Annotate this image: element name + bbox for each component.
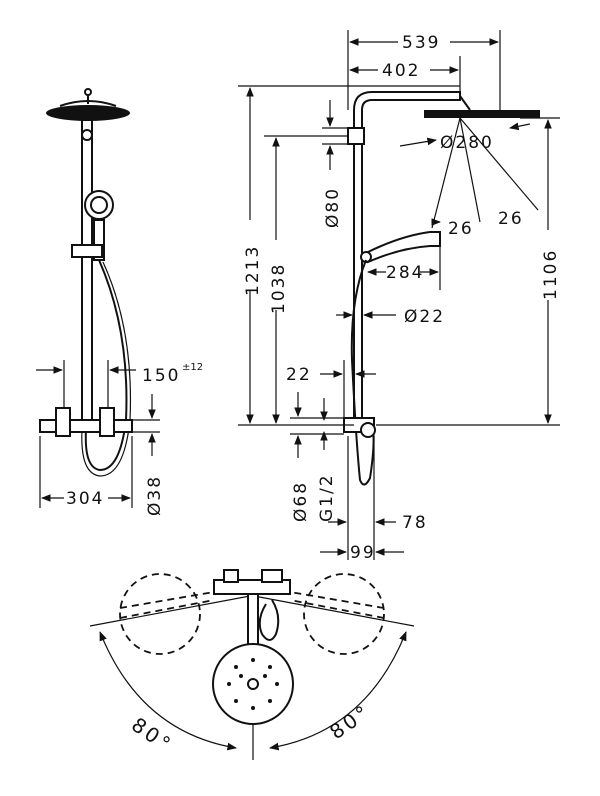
angle-left: 80° bbox=[127, 712, 177, 757]
dim-402: 402 bbox=[382, 61, 420, 81]
dim-26b: 26 bbox=[498, 209, 524, 229]
dim-1038: 1038 bbox=[269, 263, 289, 314]
riser-pipe bbox=[81, 119, 93, 421]
dim-1106: 1106 bbox=[541, 249, 561, 300]
dim-22: 22 bbox=[286, 365, 312, 385]
top-view: 80° 80° bbox=[89, 569, 415, 760]
dim-g12: G1/2 bbox=[317, 473, 337, 522]
dim-d38: Ø38 bbox=[145, 475, 165, 516]
dim-1213: 1213 bbox=[243, 245, 263, 296]
swing-circle-left bbox=[119, 573, 201, 655]
swing-circle-right bbox=[303, 573, 385, 655]
thermostat-mixer bbox=[39, 419, 133, 433]
angle-right: 80° bbox=[325, 699, 375, 744]
dim-539: 539 bbox=[402, 33, 440, 53]
dim-26a: 26 bbox=[448, 219, 474, 239]
dim-d68: Ø68 bbox=[291, 481, 311, 522]
dim-304: 304 bbox=[66, 489, 104, 509]
front-view: 150 ±12 Ø38 304 bbox=[36, 88, 203, 516]
hand-shower-head bbox=[84, 190, 114, 220]
shower-hose bbox=[84, 259, 128, 472]
dim-d22: Ø22 bbox=[404, 307, 445, 327]
overhead-shower-head bbox=[46, 105, 130, 121]
dim-150-tolerance: ±12 bbox=[182, 362, 203, 373]
side-view: 539 402 Ø280 26 26 Ø80 284 Ø22 bbox=[238, 30, 561, 563]
dim-d280: Ø280 bbox=[440, 133, 494, 153]
dim-284: 284 bbox=[386, 263, 424, 283]
side-hand-shower bbox=[364, 231, 441, 264]
dim-150: 150 bbox=[142, 366, 180, 386]
dim-99: 99 bbox=[350, 543, 376, 563]
side-overhead-shower bbox=[424, 110, 540, 118]
dim-d80: Ø80 bbox=[323, 187, 343, 228]
dim-78: 78 bbox=[402, 513, 428, 533]
